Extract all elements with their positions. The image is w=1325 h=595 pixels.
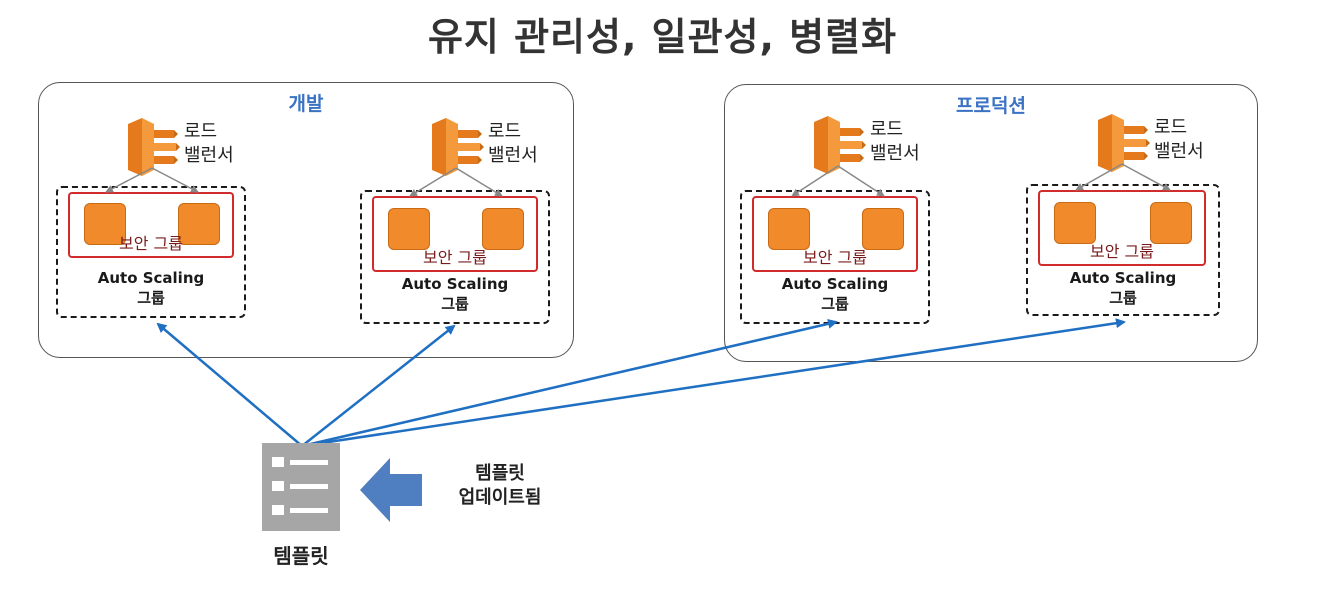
ec2-instance-icon [862, 208, 904, 250]
deploy-arrow [301, 324, 456, 447]
ec2-instance-icon [1150, 202, 1192, 244]
auto-scaling-group: 보안 그룹 Auto Scaling 그룹 [56, 186, 246, 318]
load-balancer: 로드 밸런서 [124, 114, 294, 180]
ec2-instance-icon [768, 208, 810, 250]
load-balancer: 로드 밸런서 [1094, 110, 1264, 176]
lb-connector [409, 167, 457, 197]
lb-connector [1075, 163, 1123, 191]
auto-scaling-group-label: Auto Scaling 그룹 [97, 269, 205, 307]
auto-scaling-group-label: Auto Scaling 그룹 [1069, 269, 1177, 307]
auto-scaling-group: 보안 그룹 Auto Scaling 그룹 [1026, 184, 1220, 316]
ec2-instance-icon [388, 208, 430, 250]
elb-icon [1098, 114, 1150, 172]
deploy-arrow [301, 318, 838, 448]
lb-connector [105, 167, 153, 193]
load-balancer: 로드 밸런서 [428, 114, 598, 180]
ec2-instance-icon [482, 208, 524, 250]
load-balancer-label: 로드 밸런서 [488, 121, 538, 166]
load-balancer: 로드 밸런서 [810, 112, 980, 178]
security-group: 보안 그룹 [1038, 190, 1206, 266]
slide-title: 유지 관리성, 일관성, 병렬화 [427, 15, 898, 59]
ec2-instance-icon [84, 203, 126, 245]
lb-connector [455, 167, 503, 197]
template-updated-label: 템플릿 업데이트됨 [458, 463, 542, 508]
deploy-arrow [301, 318, 1126, 448]
security-group-label: 보안 그룹 [119, 234, 183, 253]
security-group-label: 보안 그룹 [423, 248, 487, 267]
document-list-icon [262, 443, 340, 531]
env-development-label: 개발 [288, 93, 324, 115]
lb-connector [1121, 163, 1171, 191]
security-group: 보안 그룹 [372, 196, 538, 272]
auto-scaling-group: 보안 그룹 Auto Scaling 그룹 [740, 190, 930, 324]
elb-icon [432, 118, 484, 176]
security-group: 보안 그룹 [68, 192, 234, 258]
left-arrow-icon [360, 458, 422, 522]
lb-connector [151, 167, 199, 193]
ec2-instance-icon [178, 203, 220, 245]
load-balancer-label: 로드 밸런서 [870, 119, 920, 164]
ec2-instance-icon [1054, 202, 1096, 244]
security-group-label: 보안 그룹 [1090, 242, 1154, 261]
load-balancer-label: 로드 밸런서 [1154, 117, 1204, 162]
security-group-label: 보안 그룹 [803, 248, 867, 267]
auto-scaling-group: 보안 그룹 Auto Scaling 그룹 [360, 190, 550, 324]
auto-scaling-group-label: Auto Scaling 그룹 [401, 275, 509, 313]
template-label: 템플릿 [273, 544, 329, 568]
lb-connector [837, 165, 885, 197]
elb-icon [128, 118, 180, 176]
elb-icon [814, 116, 866, 174]
deploy-arrow [156, 322, 303, 447]
auto-scaling-group-label: Auto Scaling 그룹 [781, 275, 889, 313]
security-group: 보안 그룹 [752, 196, 918, 272]
env-production-label: 프로덕션 [956, 95, 1026, 117]
lb-connector [791, 165, 839, 197]
load-balancer-label: 로드 밸런서 [184, 121, 234, 166]
